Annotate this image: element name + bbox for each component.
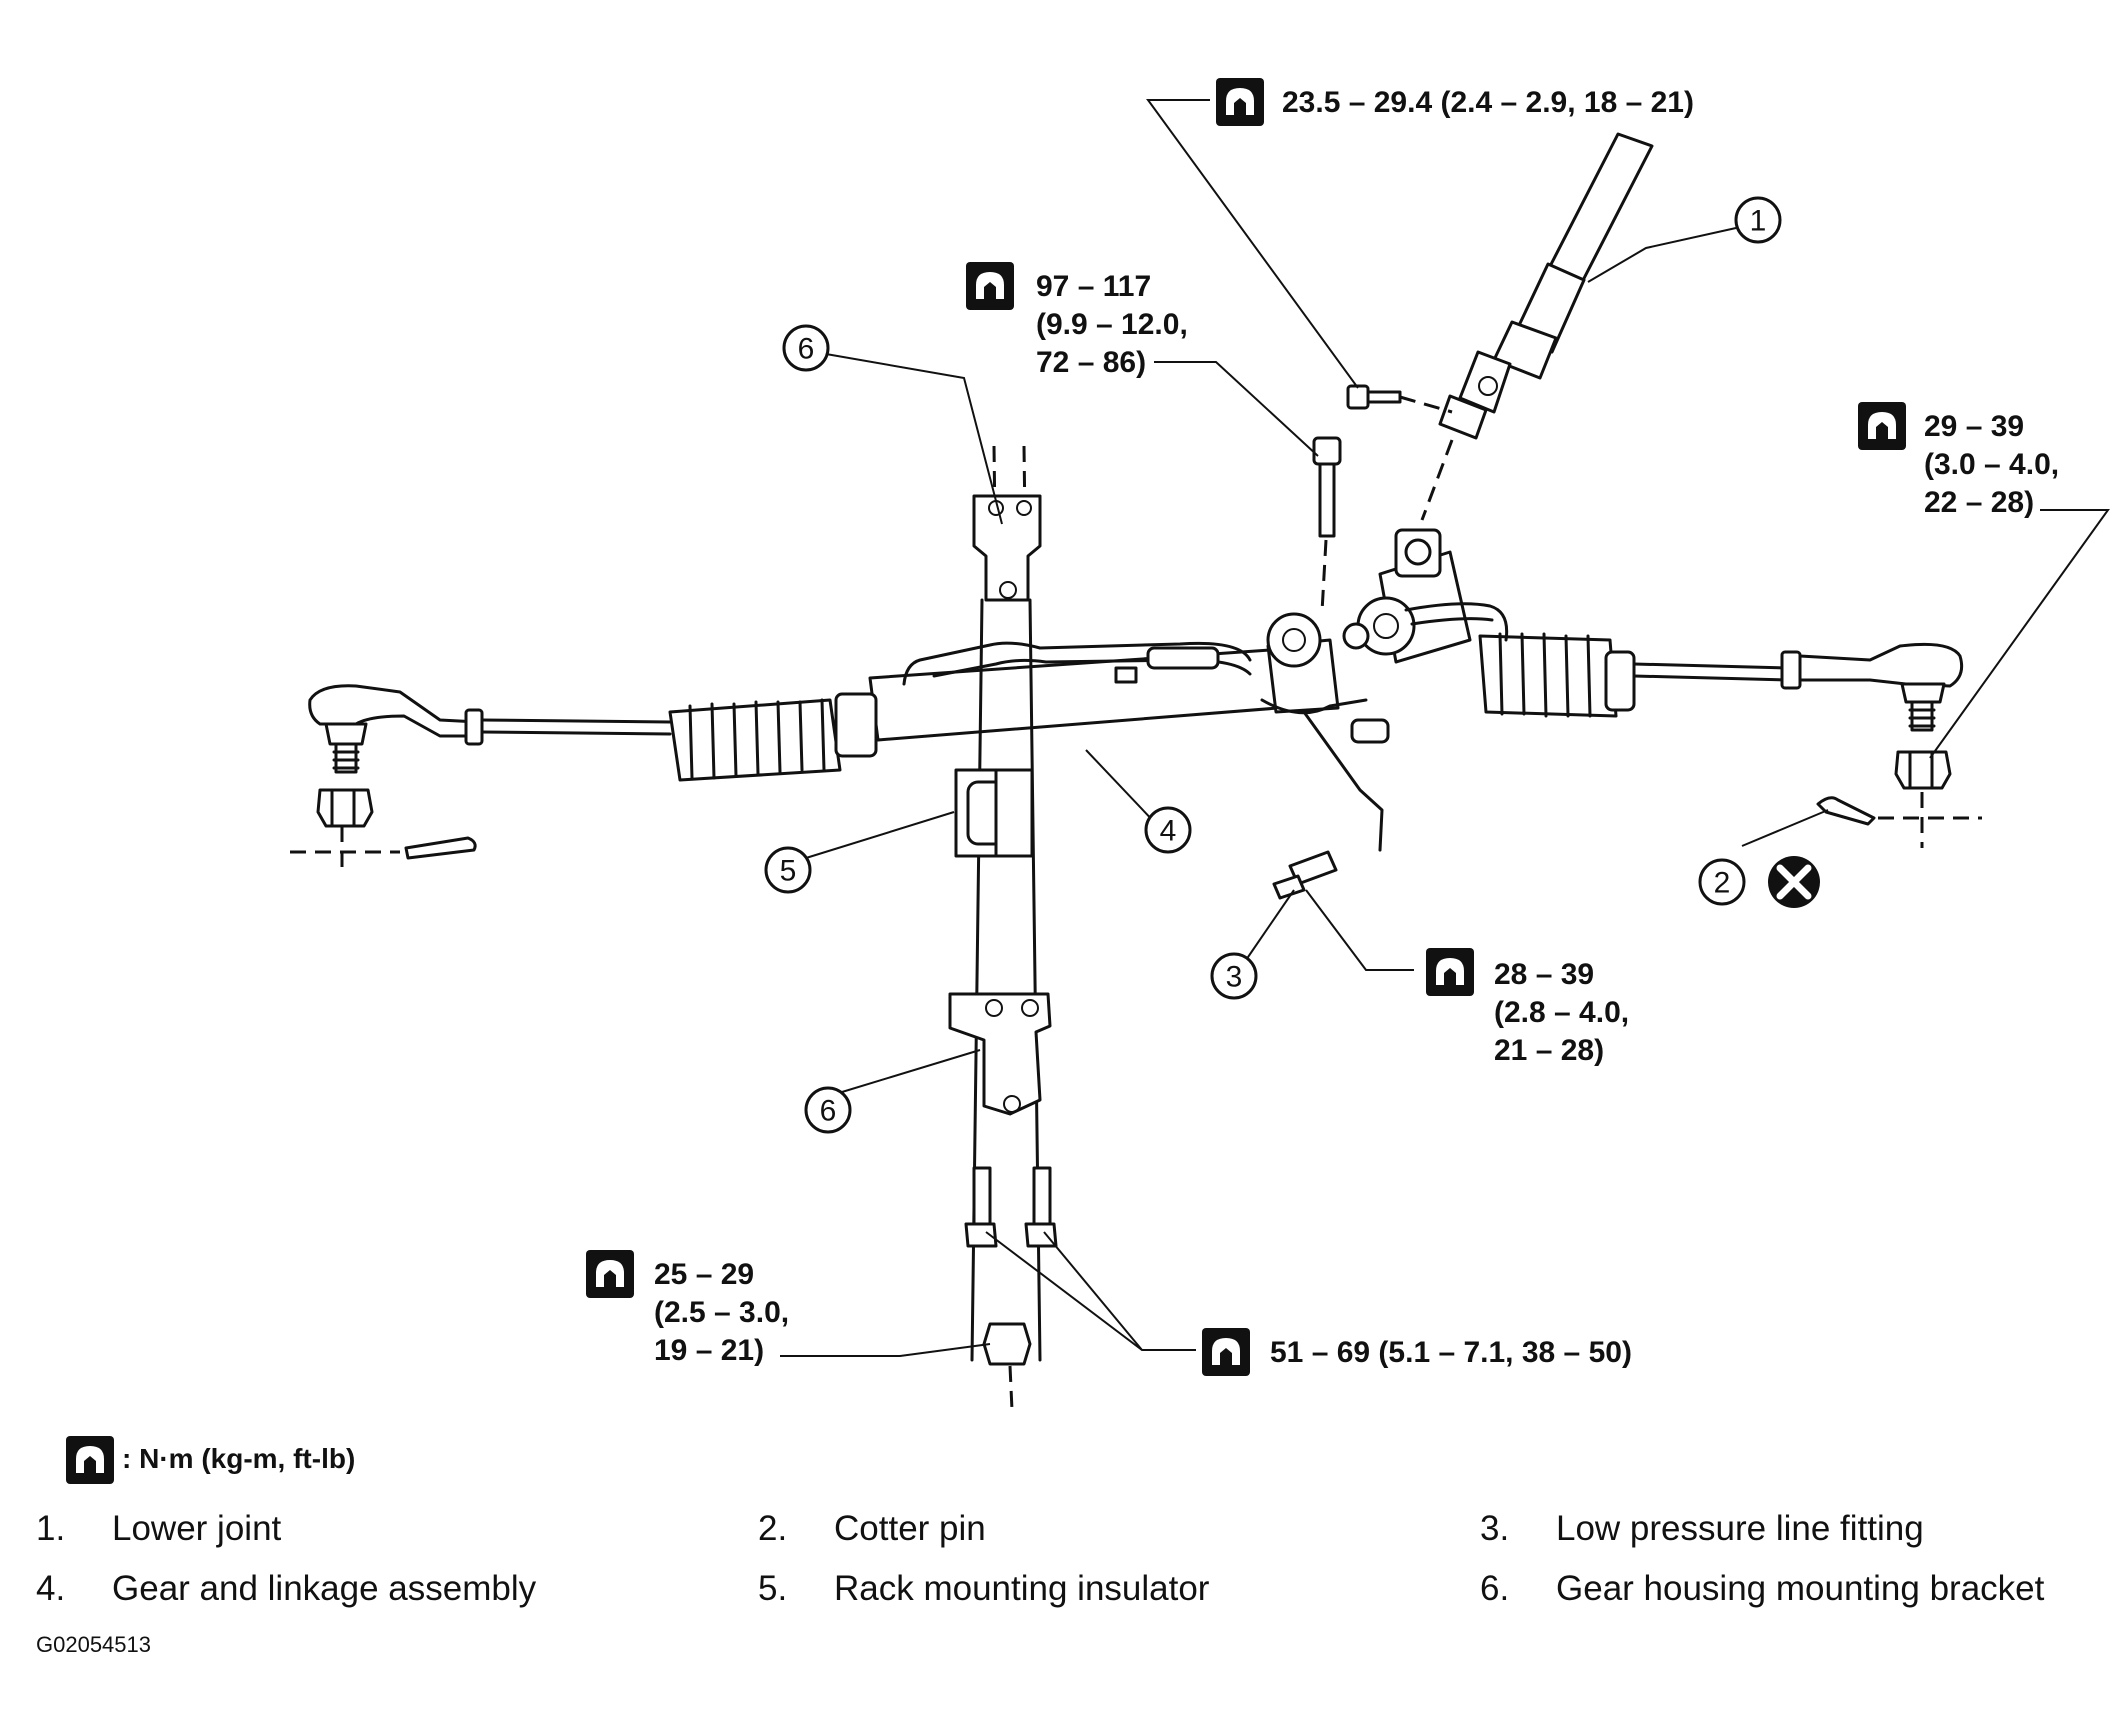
svg-text:72 – 86): 72 – 86)	[1036, 346, 1146, 379]
svg-text:(2.5 – 3.0,: (2.5 – 3.0,	[654, 1296, 789, 1329]
svg-text:1: 1	[1750, 205, 1767, 238]
right-tie-rod	[1632, 642, 1982, 848]
torque-center-bolt: 97 – 117 (9.9 – 12.0, 72 – 86)	[966, 262, 1188, 379]
x-circle-icon	[1768, 856, 1820, 908]
svg-text:4: 4	[1160, 815, 1177, 848]
torque-bracket-bolts: 51 – 69 (5.1 – 7.1, 38 – 50)	[1202, 1328, 1632, 1376]
list-item-number: 6.	[1480, 1569, 1509, 1608]
svg-text:6: 6	[798, 333, 815, 366]
svg-text:2: 2	[1714, 867, 1731, 900]
lower-joint	[1420, 132, 1654, 521]
list-item-number: 4.	[36, 1569, 65, 1608]
svg-text:6: 6	[820, 1095, 837, 1128]
leader-lines	[780, 99, 2110, 1357]
list-item-number: 5.	[758, 1569, 787, 1608]
low-pressure-line-fitting	[1272, 850, 1338, 900]
wrench-icon	[1202, 1328, 1250, 1376]
svg-text:51 – 69 (5.1 – 7.1, 38 – 50): 51 – 69 (5.1 – 7.1, 38 – 50)	[1270, 1336, 1632, 1369]
svg-text:(2.8 – 4.0,: (2.8 – 4.0,	[1494, 996, 1629, 1029]
parts-list: 1. Lower joint 2. Cotter pin 3. Low pres…	[36, 1509, 2045, 1608]
list-item-number: 3.	[1480, 1509, 1509, 1548]
callout-4: 4	[1144, 806, 1192, 854]
wrench-icon	[586, 1250, 634, 1298]
wrench-icon	[966, 262, 1014, 310]
wrench-icon	[1858, 402, 1906, 450]
svg-text:25 – 29: 25 – 29	[654, 1258, 754, 1291]
torque-lower-joint: 23.5 – 29.4 (2.4 – 2.9, 18 – 21)	[1216, 78, 1694, 126]
svg-text:(9.9 – 12.0,: (9.9 – 12.0,	[1036, 308, 1188, 341]
list-item-label: Rack mounting insulator	[834, 1569, 1210, 1608]
callout-6-lower: 6	[804, 1086, 852, 1134]
wrench-icon	[1426, 948, 1474, 996]
list-item-label: Low pressure line fitting	[1556, 1509, 1924, 1548]
callout-2: 2	[1698, 858, 1746, 906]
list-item-label: Gear housing mounting bracket	[1556, 1569, 2045, 1608]
svg-text:5: 5	[780, 855, 797, 888]
list-item-number: 1.	[36, 1509, 65, 1548]
figure-code: G02054513	[36, 1632, 151, 1657]
svg-text:(3.0 – 4.0,: (3.0 – 4.0,	[1924, 448, 2059, 481]
callout-3: 3	[1210, 952, 1258, 1000]
left-tie-rod	[290, 684, 672, 876]
torque-fitting: 28 – 39 (2.8 – 4.0, 21 – 28)	[1426, 948, 1629, 1067]
wrench-icon	[66, 1436, 114, 1484]
svg-text:: N·m (kg-m, ft-lb): : N·m (kg-m, ft-lb)	[122, 1443, 355, 1474]
list-item-label: Cotter pin	[834, 1509, 986, 1548]
svg-text:97 – 117: 97 – 117	[1036, 270, 1151, 303]
gear-housing-bracket-lower	[948, 992, 1052, 1116]
torque-right-tie-rod: 29 – 39 (3.0 – 4.0, 22 – 28)	[1858, 402, 2059, 519]
wrench-icon	[1216, 78, 1264, 126]
callout-5: 5	[764, 846, 812, 894]
list-item-label: Lower joint	[112, 1509, 282, 1548]
svg-text:22 – 28): 22 – 28)	[1924, 486, 2034, 519]
svg-text:28 – 39: 28 – 39	[1494, 958, 1594, 991]
svg-text:29 – 39: 29 – 39	[1924, 410, 2024, 443]
torque-unit-legend: : N·m (kg-m, ft-lb)	[66, 1436, 355, 1484]
callout-1: 1	[1734, 196, 1782, 244]
list-item-number: 2.	[758, 1509, 787, 1548]
svg-text:19 – 21): 19 – 21)	[654, 1334, 764, 1367]
svg-text:3: 3	[1226, 961, 1243, 994]
pinch-bolt	[1346, 384, 1453, 414]
svg-text:23.5 – 29.4 (2.4 – 2.9, 18 – 2: 23.5 – 29.4 (2.4 – 2.9, 18 – 21)	[1282, 86, 1694, 119]
torque-bolt-low: 25 – 29 (2.5 – 3.0, 19 – 21)	[586, 1250, 789, 1367]
svg-text:21 – 28): 21 – 28)	[1494, 1034, 1604, 1067]
gear-and-linkage-assembly	[668, 528, 1636, 852]
callout-6-upper: 6	[782, 324, 830, 372]
rack-mounting-insulator	[954, 768, 1034, 858]
bracket-bolts	[964, 1166, 1058, 1411]
list-item-label: Gear and linkage assembly	[112, 1569, 537, 1608]
center-mounting-bolt	[1312, 436, 1342, 613]
